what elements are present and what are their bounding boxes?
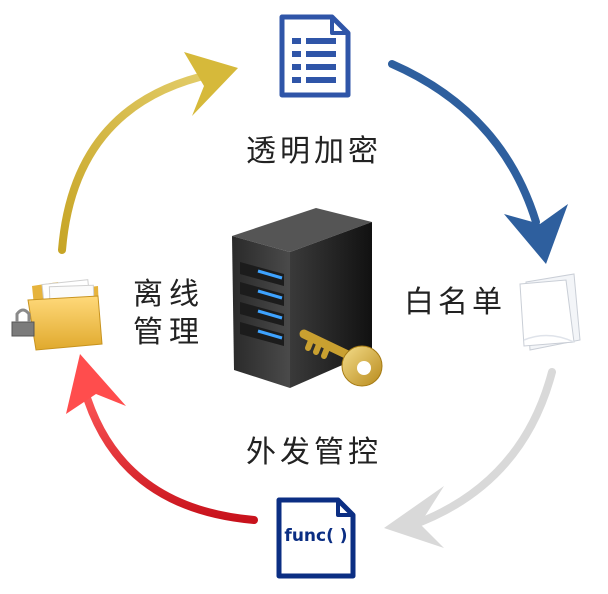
label-whitelist: 白名单	[404, 285, 506, 320]
label-transparent-encryption: 透明加密	[246, 134, 382, 169]
arrow-top-to-right	[388, 60, 568, 264]
func-text: func( )	[284, 526, 348, 546]
server-with-key-icon	[232, 208, 383, 388]
arrow-right-to-bottom	[384, 368, 556, 548]
document-list-icon	[279, 14, 351, 98]
arrow-bottom-to-left	[66, 354, 258, 524]
locked-folder-icon	[11, 279, 103, 351]
label-offline-line1: 离线	[133, 277, 205, 312]
label-offline-management: 离线 管理	[133, 276, 205, 351]
label-offline-line2: 管理	[133, 314, 205, 350]
blank-page-icon	[519, 273, 581, 351]
arrow-left-to-top	[58, 52, 238, 254]
label-outbound-control: 外发管控	[246, 435, 382, 470]
function-file-icon	[276, 497, 356, 579]
